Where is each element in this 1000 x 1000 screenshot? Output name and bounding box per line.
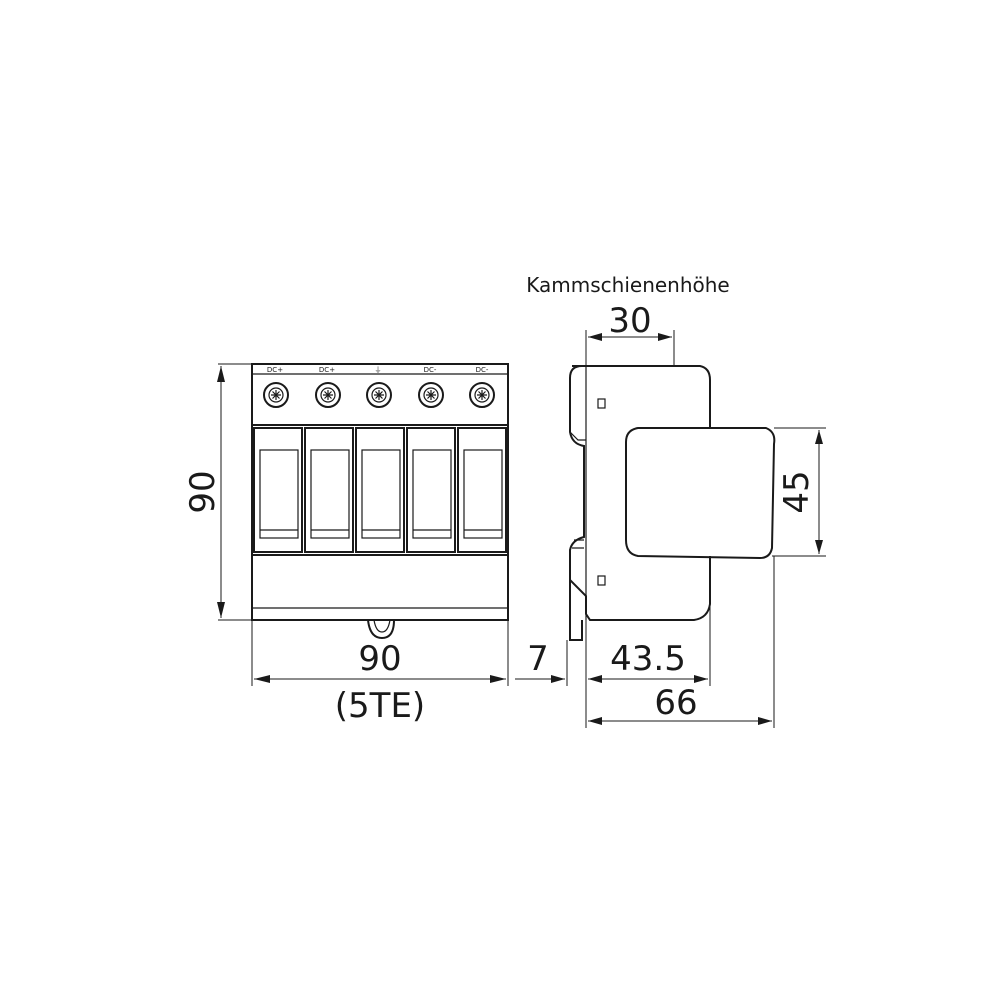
terminal-label-2: DC+ [319, 366, 335, 374]
busbar-label: Kammschienenhöhe [526, 273, 730, 297]
module-plug-4 [406, 427, 456, 553]
terminal-label-4: DC- [424, 366, 437, 374]
front-height-dimension: 90 [183, 363, 252, 621]
front-view: DC+ DC+ ⏚ DC- DC- [183, 363, 509, 726]
front-width-dimension: 90 (5TE) [251, 620, 509, 726]
total-depth-value: 66 [654, 683, 697, 723]
rail-dimension: 7 [515, 620, 587, 728]
terminal-label-1: DC+ [267, 366, 283, 374]
module-plugs [253, 427, 507, 553]
terminal-screw-4 [418, 382, 444, 408]
busbar-dimension: 30 [585, 301, 675, 366]
terminal-screw-3 [366, 382, 392, 408]
body-depth-dimension: 43.5 [588, 604, 711, 686]
terminal-screw-2 [315, 382, 341, 408]
side-cover [625, 427, 776, 560]
front-width-units: (5TE) [335, 686, 425, 726]
terminal-screws [263, 382, 495, 408]
module-plug-3 [355, 427, 405, 553]
front-width-value: 90 [358, 639, 401, 679]
side-body [569, 365, 711, 621]
side-view: Kammschienenhöhe 30 45 7 [515, 273, 826, 728]
module-plug-1 [253, 427, 303, 553]
terminal-label-3: ⏚ [375, 366, 382, 374]
cover-height-value: 45 [777, 470, 817, 513]
front-housing [251, 363, 509, 621]
module-plug-5 [457, 427, 507, 553]
module-plug-2 [304, 427, 354, 553]
front-height-value: 90 [183, 470, 223, 513]
rail-value: 7 [527, 639, 549, 679]
din-clip [367, 619, 395, 640]
total-depth-dimension: 66 [588, 556, 775, 728]
terminal-screw-1 [263, 382, 289, 408]
terminal-screw-5 [469, 382, 495, 408]
busbar-value: 30 [608, 301, 651, 341]
cover-height-dimension: 45 [772, 427, 826, 557]
terminal-label-5: DC- [476, 366, 489, 374]
body-depth-value: 43.5 [610, 639, 686, 679]
